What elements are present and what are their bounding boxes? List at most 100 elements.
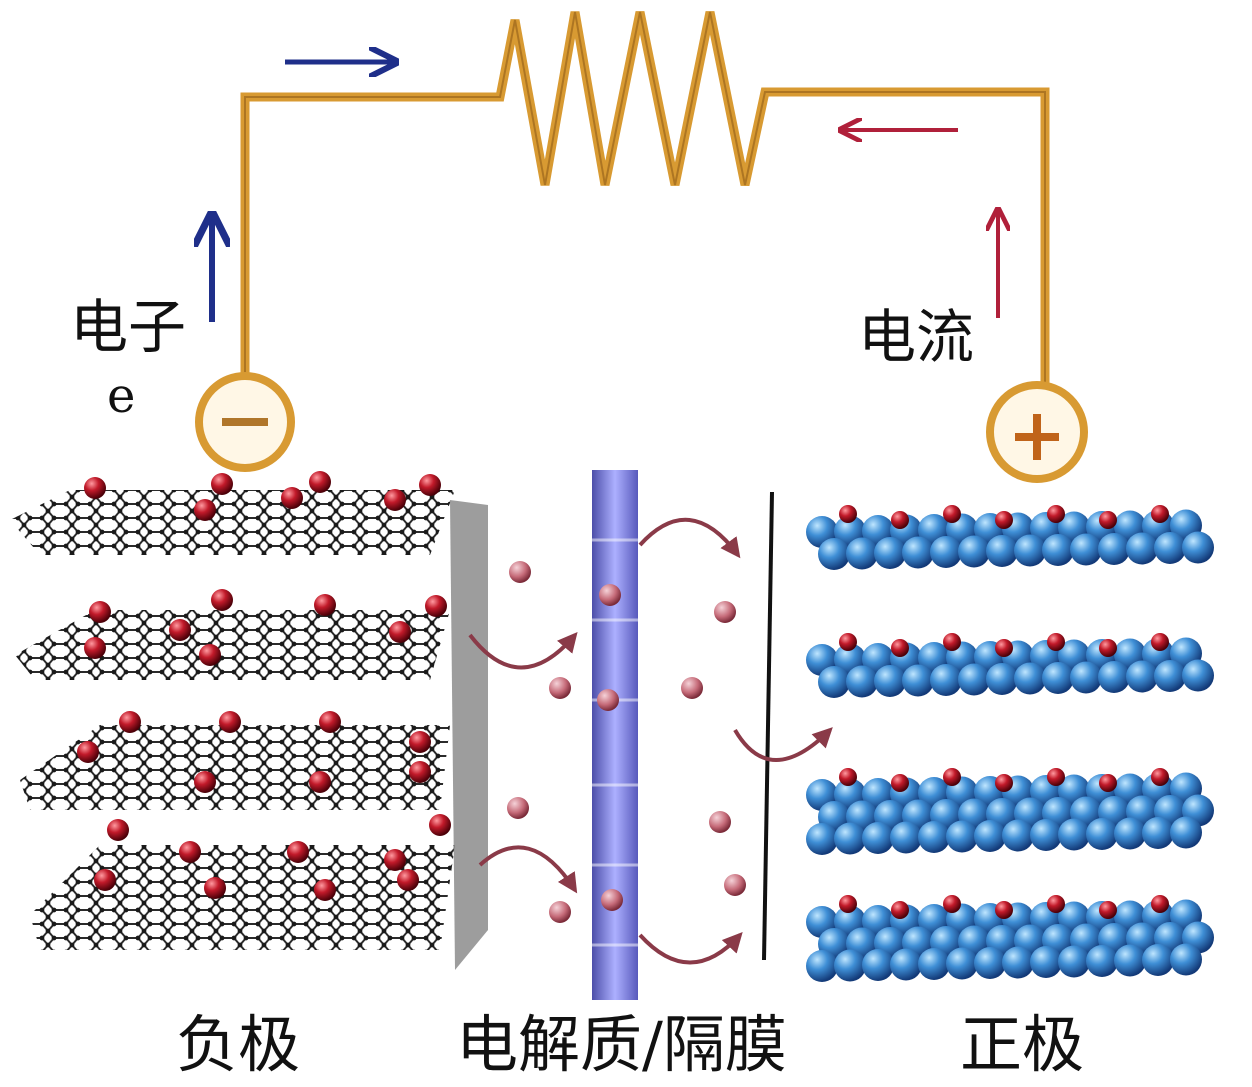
cathode-atom [1042,534,1074,566]
cathode-atom [1002,819,1034,852]
lithium-atom [194,771,216,793]
lithium-atom [397,869,419,891]
lithium-atom [319,711,341,733]
cathode-lithium-atom [943,505,961,523]
lithium-ion [681,677,703,699]
cathode-lithium-atom [891,774,909,792]
cathode-lithium-atom [839,895,857,913]
lithium-ion [509,561,531,583]
negative-terminal-icon [195,372,295,472]
cathode-atom [1126,532,1158,565]
cathode-atom [890,948,922,981]
cathode-atom [806,823,838,855]
cathode-lithium-atom [1047,768,1065,786]
cathode-atom [818,538,850,570]
cathode-atom [1098,661,1130,693]
cathode-lithium-atom [943,895,961,913]
cathode-current-collector [762,491,774,961]
separator-membrane [592,470,638,1000]
cathode-atom [958,663,990,696]
cathode-lithium-atom [1047,895,1065,913]
cathode-atom [986,535,1018,567]
cathode-atom [930,536,962,568]
cathode-atom [1170,816,1202,849]
cathode-atom [946,947,978,980]
cathode-atom [958,535,990,568]
cathode-lithium-atom [1151,768,1169,786]
cathode-atom [974,820,1006,852]
cathode-lithium-atom [995,901,1013,919]
cathode-atom [1002,946,1034,979]
anode-lithium-atoms [77,471,451,901]
lithium-ion [599,584,621,606]
cathode-atom [946,820,978,853]
lithium-atom [119,711,141,733]
lithium-atom [429,814,451,836]
lithium-atom [89,601,111,623]
lithium-ion [714,601,736,623]
lithium-atom [409,731,431,753]
cathode-atom [834,822,866,855]
cathode-atom [846,537,878,570]
electron-label: 电子 [70,293,187,361]
lithium-atom [211,473,233,495]
cathode-atom [1058,818,1090,851]
cathode-atom [918,821,950,853]
cathode-atom [1182,659,1214,692]
lithium-ion [601,889,623,911]
cathode-atom [1114,944,1146,977]
anode-graphene-stack [10,490,455,950]
cathode-atom [1014,534,1046,567]
cathode-atom [806,950,838,982]
cathode-atom [874,665,906,697]
cathode-lithium-atom [1099,511,1117,529]
cathode-atom [1154,660,1186,692]
electrolyte-lithium-ions [507,561,746,923]
lithium-atom [107,819,129,841]
cathode-atom [1070,533,1102,566]
cathode-lithium-atom [839,505,857,523]
cathode-atom [862,949,894,981]
cathode-atom [930,664,962,696]
lithium-atom [287,841,309,863]
lithium-ion [597,689,619,711]
cathode-atom [1042,662,1074,694]
lithium-atom [314,879,336,901]
ion-migration-arrows [468,517,833,965]
electron-symbol-label: e [107,368,136,424]
cathode-lithium-atom [1047,505,1065,523]
lithium-atom [211,589,233,611]
cathode-atom [1182,531,1214,564]
cathode-atom [1142,944,1174,976]
cathode-atom [1030,946,1062,978]
cathode-atom [1014,662,1046,695]
cathode-lithium-atom [995,511,1013,529]
cathode-atom [846,665,878,698]
cathode-atom [1154,532,1186,564]
lithium-atom [409,761,431,783]
cathode-lithium-atom [943,633,961,651]
cathode-atom [1098,533,1130,565]
cathode-atom [890,821,922,854]
cathode-atom [862,822,894,854]
positive-terminal-icon [986,381,1088,483]
lithium-atom [179,841,201,863]
lithium-atom [309,471,331,493]
cathode-atom [1030,819,1062,851]
lithium-atom [199,644,221,666]
cathode-atom [918,948,950,980]
cathode-atom [1058,945,1090,978]
cathode-lithium-atom [1099,774,1117,792]
lithium-atom [84,637,106,659]
cathode-atom [1114,817,1146,850]
cathode-lithium-atom [995,774,1013,792]
cathode-lithium-atom [891,901,909,919]
lithium-atom [384,849,406,871]
anode-label: 负极 [176,1008,301,1081]
external-circuit-wire [240,11,1050,398]
cathode-lithium-atom [1047,633,1065,651]
cathode-atom [986,663,1018,695]
cathode-atom [1070,661,1102,694]
lithium-atom [194,499,216,521]
cathode-lithium-atom [1151,633,1169,651]
